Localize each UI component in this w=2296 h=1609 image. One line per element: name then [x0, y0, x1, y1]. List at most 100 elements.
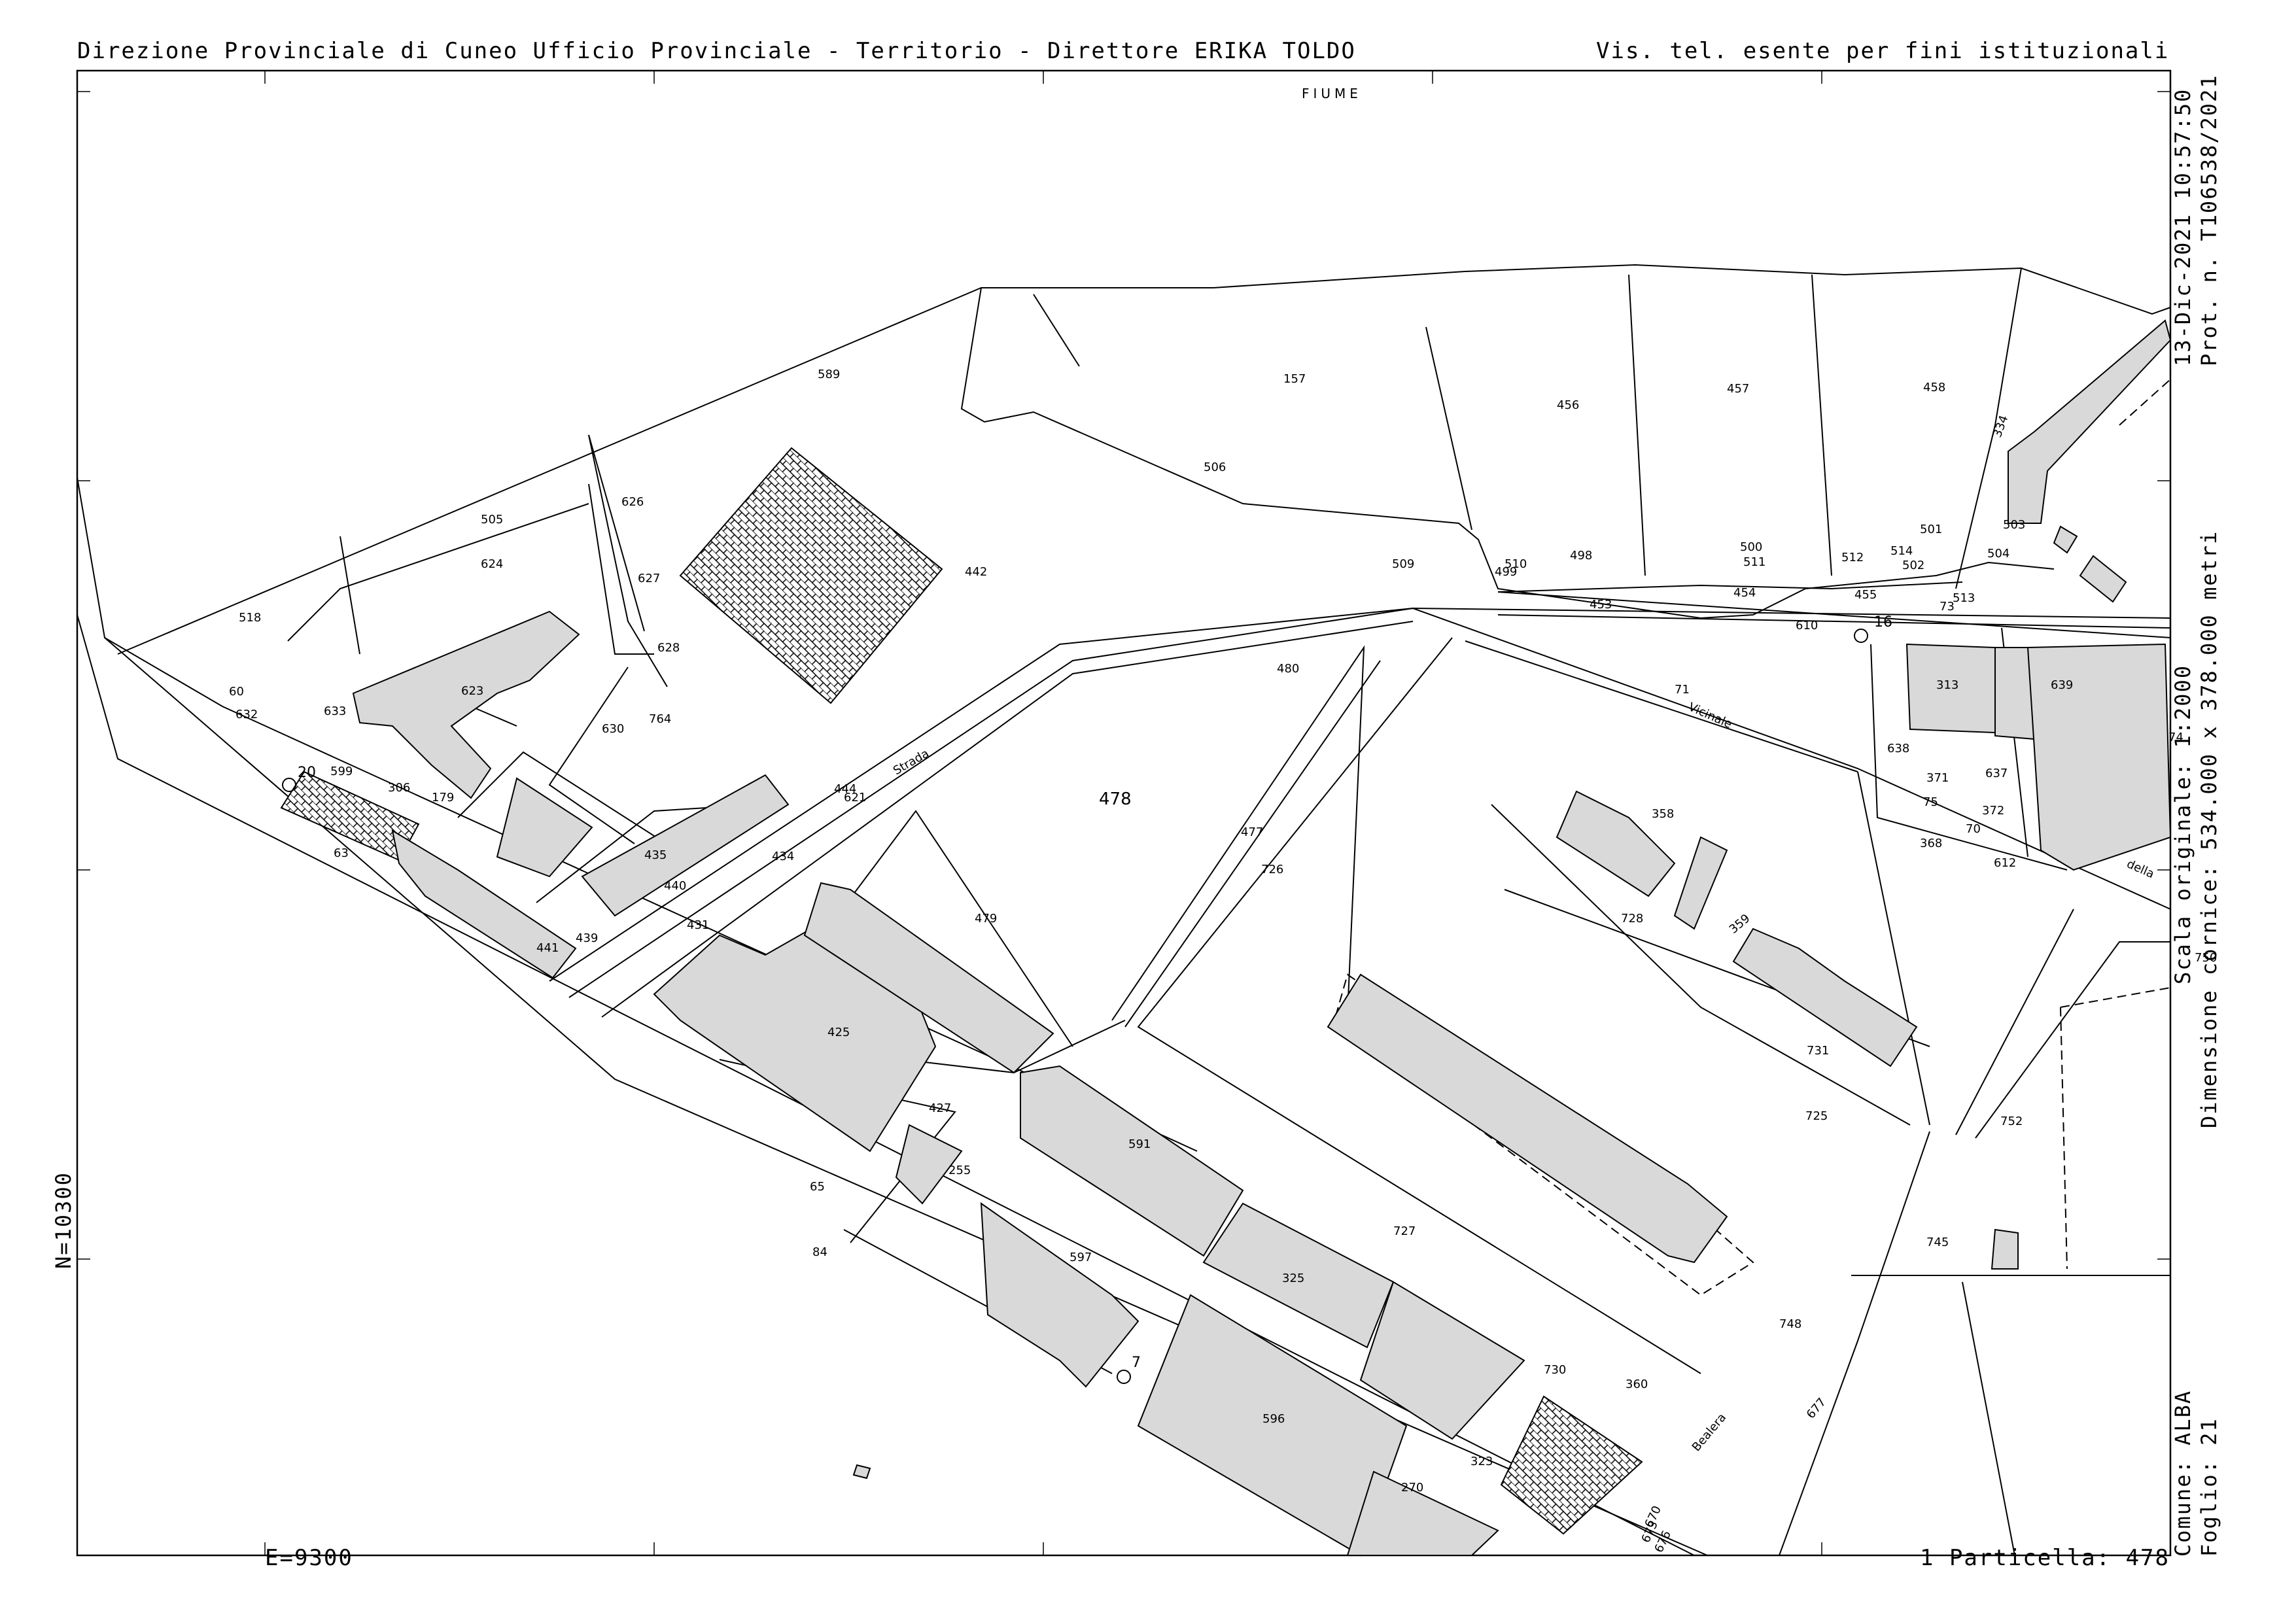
parcel-label-503: 503 [2003, 518, 2025, 532]
parcel-label-74: 74 [2168, 731, 2183, 744]
label-della: della [2125, 857, 2156, 881]
parcel-label-435: 435 [644, 848, 667, 862]
parcel-label-509: 509 [1392, 557, 1414, 571]
parcel-label-637: 637 [1985, 767, 2008, 780]
parcel-label-633: 633 [324, 704, 346, 718]
parcel-label-84: 84 [812, 1245, 827, 1259]
parcel-label-505: 505 [481, 513, 503, 527]
parcel-label-639: 639 [2051, 678, 2073, 692]
parcel-label-597: 597 [1070, 1251, 1092, 1264]
label-bealera: Bealera [1690, 1411, 1729, 1454]
parcel-label-255: 255 [948, 1164, 971, 1177]
map-frame [76, 69, 2172, 1557]
parcel-label-725: 725 [1805, 1109, 1828, 1123]
hatched-parcel-270 [1500, 1395, 1643, 1535]
parcel-label-627: 627 [638, 572, 660, 585]
parcel-label-498: 498 [1570, 549, 1592, 562]
parcel-label-358: 358 [1652, 807, 1674, 821]
hatched-parcel-442 [679, 447, 943, 704]
parcel-label-500: 500 [1740, 540, 1762, 554]
parcel-label-70: 70 [1966, 822, 1981, 836]
parcel-label-179: 179 [432, 791, 454, 804]
easting-label: E=9300 [265, 1545, 353, 1571]
parcel-label-477: 477 [1241, 825, 1263, 839]
parcel-label-458: 458 [1923, 381, 1945, 394]
parcel-label-513: 513 [1953, 591, 1975, 605]
parcel-label-480: 480 [1277, 662, 1299, 676]
parcel-label-726: 726 [1261, 863, 1283, 876]
parcel-label-453: 453 [1590, 598, 1612, 612]
parcel-label-63: 63 [334, 846, 349, 860]
parcel-label-441: 441 [536, 941, 559, 955]
parcel-label-325: 325 [1282, 1272, 1304, 1285]
parcel-label-612: 612 [1994, 856, 2016, 870]
parcel-label-511: 511 [1743, 555, 1765, 569]
parcel-label-313: 313 [1936, 678, 1958, 692]
parcel-label-752: 752 [2000, 1115, 2023, 1128]
parcel-label-425: 425 [827, 1026, 850, 1039]
parcel-label-73: 73 [1939, 600, 1955, 614]
parcel-label-628: 628 [657, 641, 680, 655]
parcel-label-589: 589 [818, 368, 840, 381]
boundary-dashed [2060, 379, 2171, 1270]
parcel-label-455: 455 [1854, 588, 1877, 602]
parcel-label-506: 506 [1204, 460, 1226, 474]
parcel-label-434: 434 [772, 850, 794, 863]
parcel-label-368: 368 [1920, 837, 1942, 850]
parcel-label-479: 479 [975, 912, 997, 926]
parcel-label-71: 71 [1675, 683, 1690, 697]
parcel-label-610: 610 [1796, 619, 1818, 632]
parcel-label-591: 591 [1128, 1137, 1151, 1151]
parcel-label-596: 596 [1262, 1412, 1285, 1426]
parcel-label-334: 334 [1991, 413, 2011, 439]
parcel-label-270: 270 [1401, 1481, 1423, 1495]
parcel-label-372: 372 [1982, 804, 2004, 818]
parcel-label-630: 630 [602, 722, 624, 736]
particella-label: 1 Particella: 478 [1920, 1545, 2170, 1571]
parcel-label-499: 499 [1495, 565, 1517, 579]
parcel-label-502: 502 [1902, 559, 1924, 572]
parcel-label-431: 431 [687, 918, 709, 932]
parcel-label-728: 728 [1621, 912, 1643, 926]
parcel-label-457: 457 [1727, 382, 1749, 396]
parcel-label-624: 624 [481, 557, 503, 571]
parcel-label-439: 439 [576, 931, 598, 945]
parcel-label-427: 427 [929, 1101, 951, 1115]
parcel-label-626: 626 [621, 495, 644, 509]
marker-7: 7 [1132, 1355, 1141, 1371]
parcel-label-323: 323 [1470, 1455, 1493, 1468]
parcel-label-731: 731 [1807, 1044, 1829, 1058]
parcel-label-730: 730 [1544, 1363, 1566, 1377]
map-labels: FIUME Strada Vicinale della Bealera 478 … [229, 86, 2217, 1555]
parcel-boundaries [77, 264, 2171, 1556]
parcel-label-65: 65 [810, 1180, 825, 1194]
survey-markers [282, 629, 1868, 1384]
parcel-label-371: 371 [1926, 771, 1949, 785]
parcel-label-638: 638 [1887, 742, 1909, 755]
parcel-label-748: 748 [1779, 1317, 1801, 1331]
parcel-label-359: 359 [1727, 912, 1753, 937]
parcel-label-518: 518 [239, 611, 261, 625]
parcel-label-456: 456 [1557, 398, 1579, 412]
parcel-label-157: 157 [1283, 372, 1306, 386]
parcel-label-514: 514 [1890, 544, 1913, 558]
header-office: Direzione Provinciale di Cuneo Ufficio P… [77, 38, 1356, 64]
parcel-label-444: 444 [834, 782, 856, 796]
parcel-label-632: 632 [235, 708, 258, 721]
label-vicinale: Vicinale [1686, 700, 1734, 731]
parcel-label-677: 677 [1804, 1395, 1829, 1421]
marker-16: 16 [1874, 614, 1892, 631]
parcel-label-75: 75 [1923, 795, 1938, 809]
parcel-label-750: 750 [2195, 951, 2217, 965]
parcel-label-621: 621 [844, 791, 866, 804]
parcel-label-442: 442 [965, 565, 987, 579]
parcel-label-60: 60 [229, 685, 244, 699]
parcel-label-454: 454 [1733, 586, 1756, 600]
marker-16-circle [1854, 629, 1868, 643]
parcel-label-306: 306 [388, 781, 410, 795]
marker-20-circle [282, 778, 296, 792]
marker-7-circle [1117, 1370, 1131, 1384]
parcel-label-440: 440 [664, 879, 686, 893]
parcel-label-501: 501 [1920, 523, 1942, 536]
label-fiume: FIUME [1302, 86, 1362, 101]
